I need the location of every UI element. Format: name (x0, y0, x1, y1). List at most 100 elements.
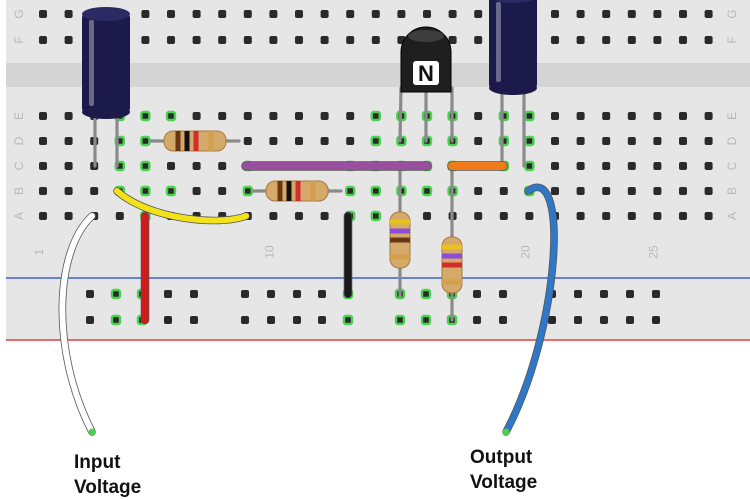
hole (653, 187, 662, 195)
rail-hole (652, 316, 660, 324)
hole (64, 137, 73, 145)
row-letter-e: E (12, 112, 26, 120)
hole (423, 212, 431, 220)
hole (371, 10, 380, 18)
hole (295, 112, 303, 120)
hole (397, 10, 406, 18)
hole (602, 112, 611, 120)
hole (167, 162, 175, 170)
hole (345, 185, 356, 197)
rail-hole (110, 288, 122, 300)
rail-hole (293, 316, 301, 324)
hole (167, 36, 175, 44)
rail-hole (190, 290, 198, 298)
hole (602, 36, 611, 44)
hole (602, 187, 611, 195)
hole (243, 112, 252, 120)
rail-hole (499, 290, 507, 298)
hole (371, 36, 380, 44)
column-number-20: 20 (518, 245, 532, 259)
hole (704, 112, 713, 120)
hole (474, 137, 483, 145)
hole (524, 110, 535, 122)
hole (269, 112, 278, 120)
hole (576, 137, 585, 145)
rail-hole (600, 290, 608, 298)
hole (627, 137, 636, 145)
hole (192, 36, 201, 44)
rail-hole (548, 316, 556, 324)
hole (653, 10, 662, 18)
hole (90, 187, 99, 195)
output-capacitor (489, 0, 537, 90)
rail-hole (86, 290, 94, 298)
hole (370, 210, 381, 222)
output-capacitor-top (493, 0, 533, 3)
components-layer: N (58, 0, 558, 436)
hole (320, 10, 329, 18)
resistor-top-band (175, 131, 181, 151)
hole (370, 110, 381, 122)
hole (243, 137, 252, 145)
hole (346, 137, 355, 145)
hole (346, 112, 355, 120)
rail-hole (652, 290, 660, 298)
resistor-vertical-left-band (390, 254, 410, 260)
hole (39, 36, 47, 44)
rail-hole (110, 314, 122, 326)
row-letter-b: B (725, 187, 739, 195)
hole (448, 10, 457, 18)
hole (320, 36, 329, 44)
hole (679, 112, 687, 120)
resistor-middle-band (295, 181, 301, 201)
hole (679, 137, 687, 145)
hole (269, 137, 278, 145)
hole (653, 36, 662, 44)
hole (627, 36, 636, 44)
rail-hole (164, 290, 172, 298)
hole (39, 212, 47, 220)
hole (551, 137, 559, 145)
hole (39, 162, 47, 170)
resistor-vertical-right-band (442, 253, 462, 259)
hole (602, 162, 611, 170)
resistor-vertical-right-band (442, 244, 462, 250)
hole (499, 187, 508, 195)
resistor-top-band (208, 131, 214, 151)
row-letter-c: C (12, 161, 26, 170)
column-number-25: 25 (646, 245, 660, 259)
hole (474, 112, 483, 120)
hole (421, 185, 433, 197)
hole (218, 36, 227, 44)
hole (576, 112, 585, 120)
rail-hole (267, 290, 275, 298)
row-letter-e: E (725, 112, 739, 120)
hole (192, 187, 201, 195)
column-number-10: 10 (262, 245, 276, 259)
rail-hole (574, 316, 582, 324)
hole (140, 185, 151, 197)
white-wire (59, 213, 95, 435)
transistor-lead (398, 86, 403, 143)
row-letter-b: B (12, 187, 26, 195)
resistor-vertical-left-band (390, 237, 410, 243)
resistor-top-band (184, 131, 190, 151)
resistor-top-band (193, 131, 199, 151)
rail-hole (394, 314, 406, 326)
hole (704, 162, 713, 170)
hole (192, 10, 201, 18)
hole (653, 212, 662, 220)
hole (474, 36, 483, 44)
hole (474, 187, 483, 195)
row-letter-f: F (725, 36, 739, 43)
rail-hole (420, 314, 432, 326)
hole (39, 137, 47, 145)
rail-hole (626, 290, 634, 298)
hole (141, 10, 150, 18)
rail-hole (420, 288, 432, 300)
hole (627, 162, 636, 170)
hole (525, 212, 534, 220)
row-letter-d: D (12, 136, 26, 145)
